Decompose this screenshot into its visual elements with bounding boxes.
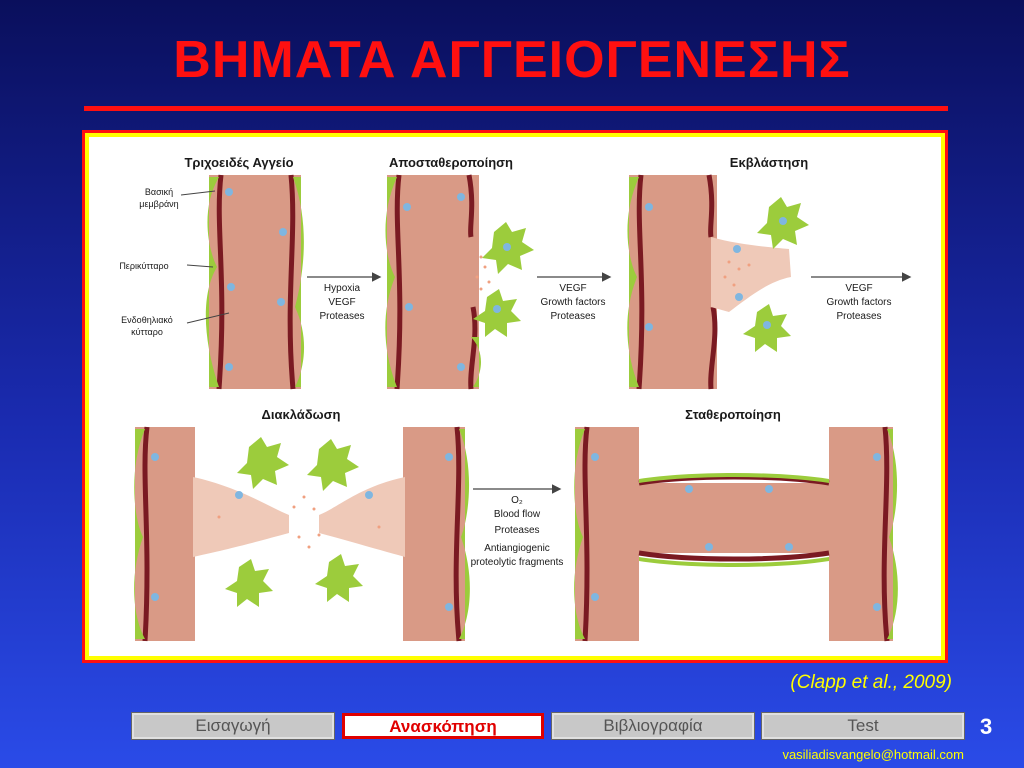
nav-button-intro[interactable]: Εισαγωγή xyxy=(131,712,335,740)
figure-panel: Τριχοειδές Αγγείο Βασική μεμβράνη Περικύ… xyxy=(89,137,941,656)
stage-label-sprouting: Εκβλάστηση xyxy=(730,155,808,170)
title-rule xyxy=(84,106,948,111)
arrow1-text-1: Hypoxia xyxy=(324,283,361,294)
pericyte-sprout-1 xyxy=(757,197,809,249)
angiogenesis-diagram: Τριχοειδές Αγγείο Βασική μεμβράνη Περικύ… xyxy=(119,155,912,642)
pericyte-detached-1 xyxy=(482,222,534,274)
stage-label-stabilization: Σταθεροποίηση xyxy=(685,407,781,422)
protease-dots-2 xyxy=(723,260,751,287)
sprouting-vessel xyxy=(627,174,791,390)
protease-dots-1 xyxy=(475,255,491,291)
legend-basement-membrane-1: Βασική xyxy=(145,187,173,197)
stabilized-vessels xyxy=(574,426,898,642)
branching-vessels xyxy=(134,426,470,642)
contact-email[interactable]: vasiliadisvangelo@hotmail.com xyxy=(782,747,964,762)
arrow1-text-3: Proteases xyxy=(319,311,364,322)
page-number: 3 xyxy=(980,714,993,739)
destabilized-vessel xyxy=(385,174,481,390)
arrow2-text-2: Growth factors xyxy=(540,297,605,308)
nav-button-review[interactable]: Ανασκόπηση xyxy=(342,713,544,739)
stage-label-branching: Διακλάδωση xyxy=(262,407,341,422)
stage-label-capillary: Τριχοειδές Αγγείο xyxy=(184,155,293,170)
pericyte-detached-2 xyxy=(473,289,521,337)
slide-title: ΒΗΜΑΤΑ ΑΓΓΕΙΟΓΕΝΕΣΗΣ xyxy=(173,31,851,89)
arrow4-text-1: O₂ xyxy=(511,495,523,506)
legend-endothelial-1: Ενδοθηλιακό xyxy=(121,315,173,325)
arrow3-text-3: Proteases xyxy=(836,311,881,322)
arrow4-text-2: Blood flow xyxy=(494,509,541,520)
nav-button-test[interactable]: Test xyxy=(761,712,965,740)
arrow3-text-1: VEGF xyxy=(845,283,872,294)
arrow2-text-3: Proteases xyxy=(550,311,595,322)
protease-dots-3 xyxy=(217,495,381,549)
nav-button-bibliography[interactable]: Βιβλιογραφία xyxy=(551,712,755,740)
legend-basement-membrane-2: μεμβράνη xyxy=(139,199,178,209)
capillary-vessel xyxy=(205,174,305,390)
arrow3-text-2: Growth factors xyxy=(826,297,891,308)
legend-pericyte: Περικύτταρο xyxy=(119,261,168,271)
figure-frame: Τριχοειδές Αγγείο Βασική μεμβράνη Περικύ… xyxy=(82,130,948,663)
legend-endothelial-2: κύτταρο xyxy=(131,327,163,337)
legend-pointers xyxy=(180,190,230,324)
pericytes-branching xyxy=(225,437,363,607)
pericyte-sprout-2 xyxy=(743,304,791,352)
arrow1-text-2: VEGF xyxy=(328,297,355,308)
arrow4-text-3: Proteases xyxy=(494,525,539,536)
citation: (Clapp et al., 2009) xyxy=(790,672,952,693)
arrow2-text-1: VEGF xyxy=(559,283,586,294)
stage-label-destabilization: Αποσταθεροποίηση xyxy=(389,155,513,170)
arrow4-text-5: proteolytic fragments xyxy=(471,557,564,568)
arrow4-text-4: Antiangiogenic xyxy=(484,543,550,554)
